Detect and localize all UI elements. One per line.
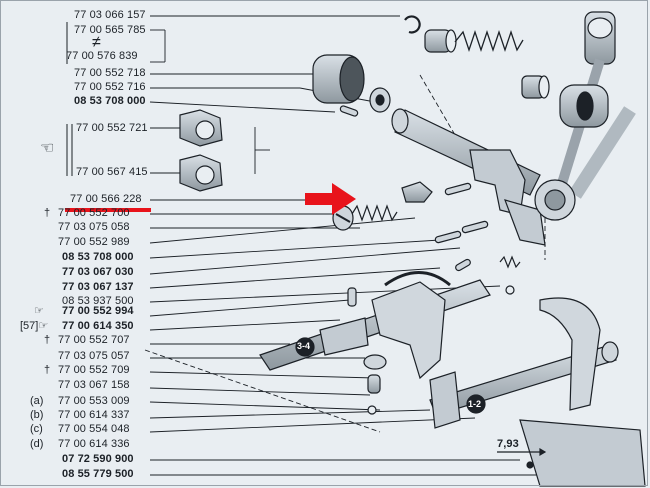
part-number: 77 00 552 989 [58, 236, 130, 248]
part-number: 77 00 576 839 [66, 50, 138, 62]
prefix-dagger: † [44, 364, 51, 376]
part-number: 77 03 075 057 [58, 350, 130, 362]
dimension-label: 7,93 [497, 438, 519, 450]
part-number: 77 00 567 415 [76, 166, 148, 178]
red-arrow [305, 183, 356, 215]
prefix-d: (d) [30, 438, 44, 450]
part-number: 77 03 067 137 [62, 281, 134, 293]
part-number: 77 00 552 716 [74, 81, 146, 93]
part-number: 77 00 552 994 [62, 305, 134, 317]
prefix-hand: ☞ [34, 305, 44, 317]
prefix-57-hand: [57]☞ [20, 320, 49, 332]
prefix-a: (a) [30, 395, 44, 407]
upper-assembly [312, 11, 636, 246]
lower-small-parts [363, 354, 646, 487]
hand-symbol: ☜ [40, 140, 55, 157]
part-number: 77 03 067 158 [58, 379, 130, 391]
part-number-highlighted: 77 00 566 228 [70, 193, 142, 205]
part-number: 08 53 937 500 [62, 295, 134, 307]
part-number: 77 00 614 350 [62, 320, 134, 332]
part-number: 77 03 066 157 [74, 9, 146, 21]
highlight-underline [65, 208, 151, 212]
part-number: 77 00 552 707 [58, 334, 130, 346]
prefix-c: (c) [30, 423, 43, 435]
group-brackets [66, 22, 73, 176]
part-number: 77 00 554 048 [58, 423, 130, 435]
gear-mark-3-4: 3-4 [297, 341, 311, 351]
nuts-pair [179, 109, 223, 192]
part-number: 08 55 779 500 [62, 468, 134, 480]
part-number: 77 00 552 709 [58, 364, 130, 376]
highlight-marks [65, 183, 356, 215]
part-number: 77 00 614 337 [58, 409, 130, 421]
part-number: 77 03 067 030 [62, 266, 134, 278]
part-number: 77 00 552 700 [58, 207, 130, 219]
prefix-dagger: † [44, 207, 51, 219]
part-number: 08 53 708 000 [74, 95, 146, 107]
detent-parts [332, 181, 521, 415]
prefix-b: (b) [30, 409, 44, 421]
prefix-dagger: † [44, 334, 51, 346]
not-equal-symbol: ≠ [92, 34, 101, 51]
part-number: 08 53 708 000 [62, 251, 134, 263]
part-number: 77 00 553 009 [58, 395, 130, 407]
gear-mark-1-2: 1-2 [468, 399, 482, 409]
part-number: 77 00 614 336 [58, 438, 130, 450]
part-number: 77 00 565 785 [74, 24, 146, 36]
selector-fork-1-2 [429, 297, 619, 429]
part-number: 77 00 552 721 [76, 122, 148, 134]
part-number: 07 72 590 900 [62, 453, 134, 465]
part-number: 77 03 075 058 [58, 221, 130, 233]
selector-fork-3-4 [259, 271, 491, 380]
leader-lines [144, 15, 546, 476]
part-number: 77 00 552 718 [74, 67, 146, 79]
